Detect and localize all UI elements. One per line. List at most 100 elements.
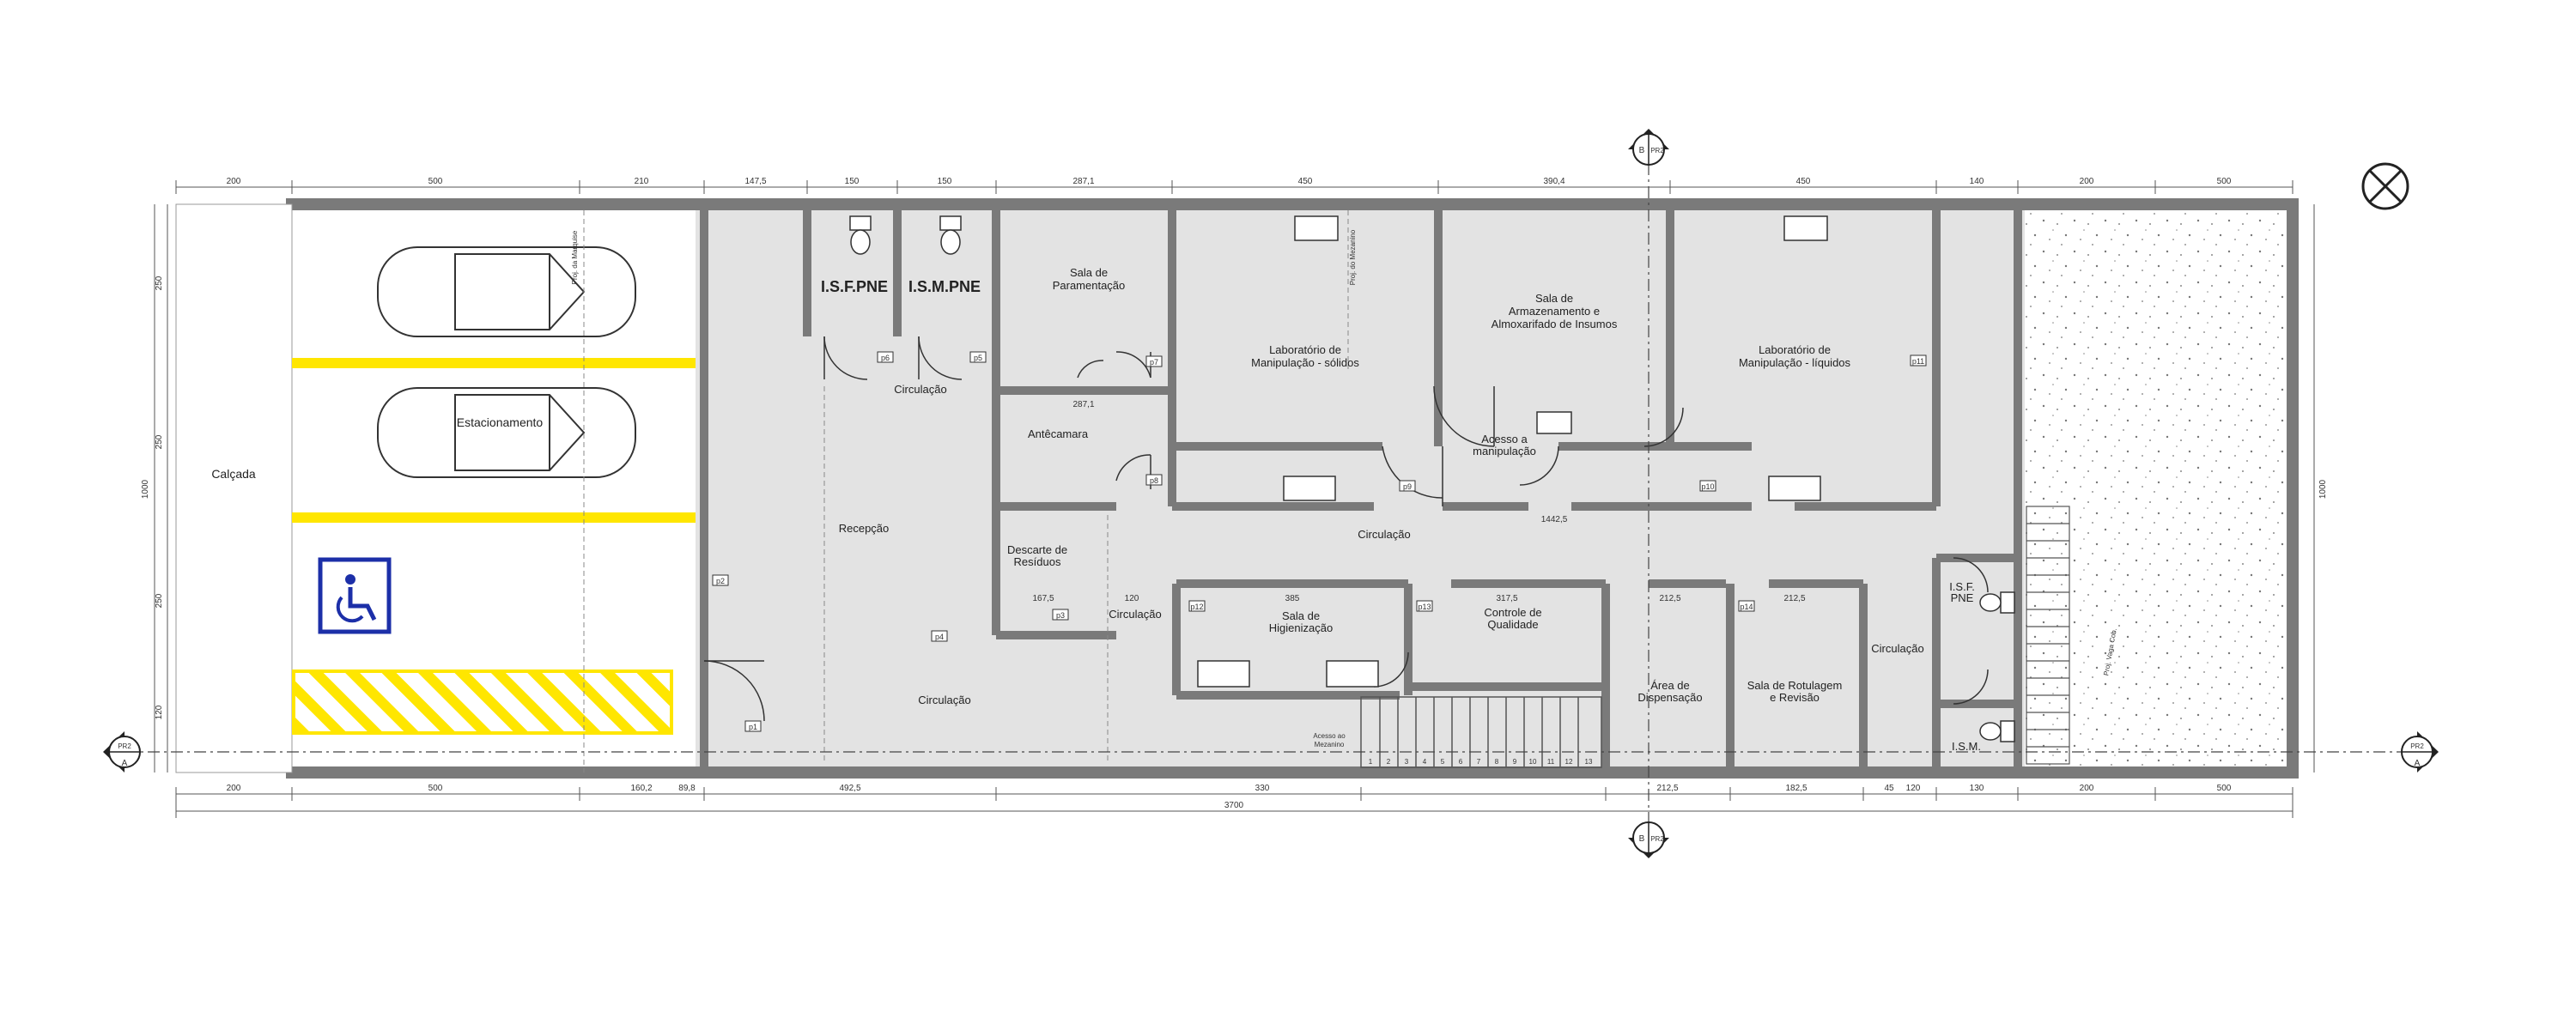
section-lines: [125, 163, 2417, 824]
dimension-label: 330: [1255, 784, 1270, 793]
section-marker-label: A: [2415, 759, 2421, 768]
stair-step-number: 1: [1369, 758, 1373, 766]
room-label-higienizacao-2: Higienização: [1269, 621, 1333, 634]
dimension-label: 130: [1970, 784, 1984, 793]
stair-step-number: 2: [1387, 758, 1391, 766]
door-tag: p1: [749, 723, 757, 731]
door-tag: p2: [716, 577, 725, 585]
garden-area: [2025, 210, 2287, 766]
dimension-label: 385: [1285, 594, 1300, 603]
door-tag: p8: [1150, 476, 1158, 485]
label-acesso-mezanino-1: Acesso ao: [1313, 732, 1346, 740]
dimension-label: 120: [1125, 594, 1139, 603]
dimension-label: 160,2: [630, 784, 652, 793]
room-label-paramentacao-1: Sala de: [1070, 266, 1108, 279]
stair-step-number: 3: [1405, 758, 1409, 766]
door-tag: p10: [1701, 482, 1714, 491]
dimension-label: 287,1: [1072, 177, 1094, 186]
dimension-label: 140: [1970, 177, 1984, 186]
door-tag: p6: [881, 354, 890, 362]
dimension-line-top: [175, 180, 2293, 194]
room-label-higienizacao-1: Sala de: [1282, 609, 1320, 622]
bench-icon: [1197, 215, 1828, 688]
room-label-isf-pne-right-1: I.S.F.: [1949, 580, 1975, 593]
room-label-dispensacao-1: Área de: [1650, 679, 1690, 692]
room-label-controle-2: Qualidade: [1487, 618, 1538, 631]
accessible-parking-hatch: [292, 670, 673, 735]
stair-step-number: 13: [1585, 758, 1593, 766]
dimension-label: 212,5: [1783, 594, 1805, 603]
interior-walls: [700, 210, 2022, 772]
section-sheet-ref: PR2: [1650, 835, 1664, 843]
room-label-isf-pne-right-2: PNE: [1951, 591, 1974, 604]
stair-step-number: 10: [1529, 758, 1537, 766]
dimension-label: 120: [1906, 784, 1921, 793]
door-tag: p13: [1418, 603, 1431, 611]
dimension-label: 210: [635, 177, 649, 186]
accessibility-icon: [318, 557, 392, 634]
dimension-label: 212,5: [1656, 784, 1678, 793]
dimension-label: 500: [2217, 784, 2232, 793]
room-label-estacionamento: Estacionamento: [457, 415, 544, 429]
dimension-label: 317,5: [1496, 594, 1517, 603]
stair-step-number: 4: [1423, 758, 1427, 766]
label-proj-marquise: Proj. da Marquise: [571, 230, 579, 284]
room-label-ism-right: I.S.M.: [1952, 740, 1981, 753]
room-label-circulacao-top: Circulação: [894, 383, 946, 396]
section-marker-icon: [1628, 129, 1669, 166]
stair-step-number: 7: [1477, 758, 1481, 766]
room-label-dispensacao-2: Dispensação: [1637, 691, 1702, 704]
dimension-label: 500: [428, 177, 443, 186]
room-label-calcada: Calçada: [211, 467, 256, 481]
toilet-icon: [939, 215, 962, 255]
stair-step-number: 9: [1513, 758, 1517, 766]
sidewalk: [175, 203, 293, 773]
room-label-lab-solidos-1: Laboratório de: [1269, 343, 1341, 356]
room-label-paramentacao-2: Paramentação: [1053, 279, 1126, 292]
dimension-label: 147,5: [744, 177, 766, 186]
dimension-label: 150: [938, 177, 952, 186]
dimension-label: 89,8: [678, 784, 696, 793]
stair-step-number: 6: [1459, 758, 1463, 766]
dimension-label-left: 1000: [141, 479, 150, 499]
dimension-label: 287,1: [1072, 400, 1094, 409]
dimension-label: 200: [2080, 784, 2094, 793]
dimension-label: 450: [1298, 177, 1313, 186]
dimension-label: 182,5: [1785, 784, 1807, 793]
dimension-label: 150: [845, 177, 860, 186]
dimension-label-left: 250: [155, 276, 164, 290]
dimension-label: 1442,5: [1541, 515, 1568, 524]
dimension-label: 450: [1796, 177, 1811, 186]
section-marker-icon: [103, 731, 141, 772]
dimension-labels-bottom: 200 500 160,2 89,8 492,5 330 212,5 182,5…: [227, 784, 2232, 810]
room-label-lab-liquidos-1: Laboratório de: [1759, 343, 1831, 356]
staircase-right: [2026, 506, 2070, 765]
toilet-icon: [1979, 591, 2015, 614]
room-label-descarte-2: Resíduos: [1014, 555, 1061, 568]
dimension-labels-top: 200 500 210 147,5 150 150 287,1 450 390,…: [227, 177, 2232, 186]
room-label-armazenamento-1: Sala de: [1535, 292, 1573, 305]
section-marker-label: A: [122, 759, 128, 768]
door-tag: p7: [1150, 358, 1158, 367]
door-tag: p9: [1403, 482, 1412, 491]
room-label-armazenamento-2: Armazenamento e: [1509, 305, 1600, 318]
room-label-acesso-manipulacao-2: manipulação: [1473, 445, 1536, 457]
door-tag: p12: [1190, 603, 1203, 611]
dimension-label: 390,4: [1543, 177, 1564, 186]
section-marker-label: B: [1639, 834, 1645, 844]
dimension-label: 500: [428, 784, 443, 793]
toilet-icon: [1979, 720, 2015, 742]
room-label-rotulagem-1: Sala de Rotulagem: [1747, 679, 1843, 692]
dimension-line-bottom: [175, 787, 2293, 818]
dimension-label-left: 250: [155, 593, 164, 608]
dimension-label-right: 1000: [2318, 479, 2328, 499]
car-icon: [377, 387, 636, 478]
stair-step-number: 8: [1495, 758, 1499, 766]
label-proj-mezanino: Proj. do Mezanino: [1349, 229, 1357, 285]
room-label-recepcao: Recepção: [839, 522, 890, 535]
door-tags: p1 p2 p3 p4 p5 p6 p7 p8 p9 p10 p11 p12 p…: [712, 351, 1927, 732]
room-label-rotulagem-2: e Revisão: [1770, 691, 1820, 704]
room-label-lab-liquidos-2: Manipulação - líquidos: [1739, 356, 1851, 369]
car-icon: [377, 246, 636, 337]
